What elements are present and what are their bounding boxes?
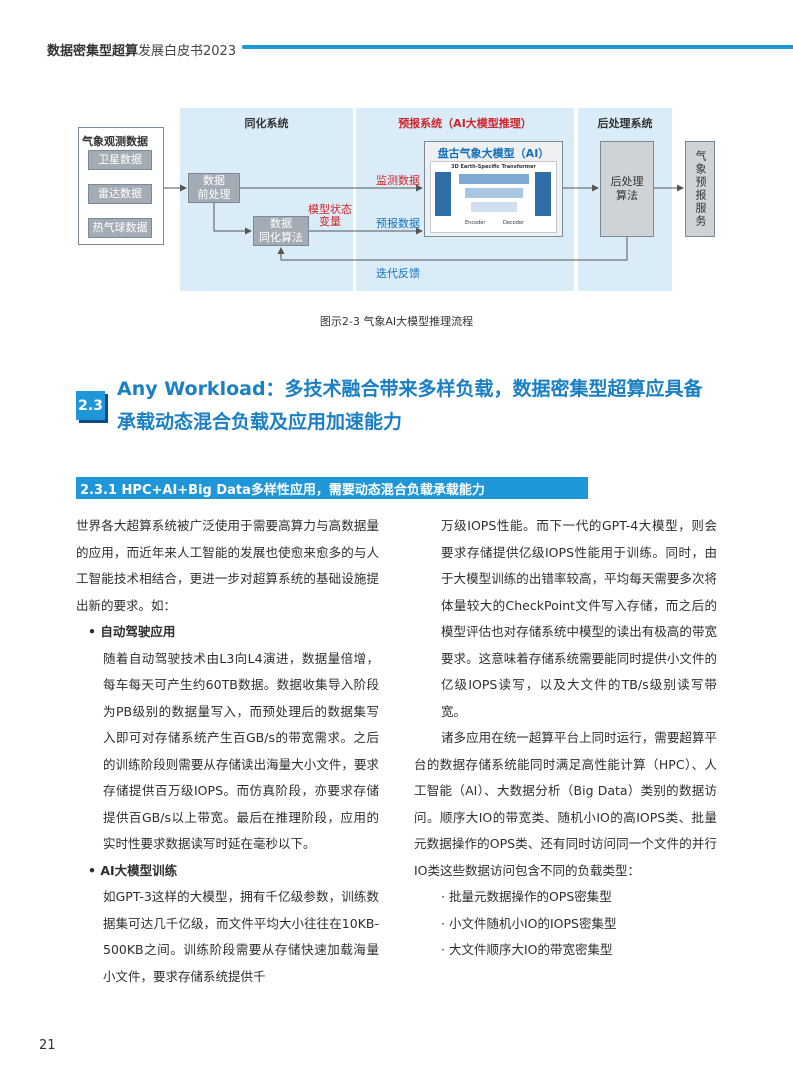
left-column: 世界各大超算系统被广泛使用于需要高算力与高数据量的应用，而近年来人工智能的发展也… — [76, 513, 379, 990]
layer-bar-icon — [471, 202, 517, 212]
weather-service-box: 气象预报服务 — [685, 141, 715, 237]
subsection-bar — [76, 477, 588, 499]
feedback-label: 迭代反馈 — [376, 267, 420, 280]
source-satellite: 卫星数据 — [88, 150, 152, 170]
header-rule — [242, 45, 793, 49]
observation-group-title: 气象观测数据 — [82, 135, 148, 148]
model-inner-title: 3D Earth-Specific Transformer — [451, 164, 536, 170]
list-item: · 批量元数据操作的OPS密集型 — [441, 889, 612, 904]
input-stack-icon — [435, 172, 451, 216]
assimilation-algorithm-box: 数据 同化算法 — [253, 216, 309, 246]
source-radar: 雷达数据 — [88, 184, 152, 204]
zone-postprocess-title: 后处理系统 — [597, 117, 653, 130]
forecast-data-label: 预报数据 — [376, 217, 420, 230]
postprocess-algorithm-box: 后处理 算法 — [600, 141, 654, 237]
header-title-bold: 数据密集型超算 — [47, 44, 139, 59]
section-number-badge: 2.3 — [76, 391, 105, 420]
continued-paragraph: 万级IOPS性能。而下一代的GPT-4大模型，则会要求存储提供亿级IOPS性能用… — [441, 518, 717, 719]
layer-bar-icon — [459, 174, 529, 184]
bullet-ai-training-title: • AI大模型训练 — [88, 862, 178, 878]
right-column: 万级IOPS性能。而下一代的GPT-4大模型，则会要求存储提供亿级IOPS性能用… — [414, 513, 717, 964]
workload-paragraph: 诸多应用在统一超算平台上同时运行，需要超算平台的数据存储系统能同时满足高性能计算… — [414, 730, 717, 878]
subsection-title: 2.3.1 HPC+AI+Big Data多样性应用，需要动态混合负载承载能力 — [80, 483, 485, 498]
model-state-label: 模型状态 变量 — [308, 203, 352, 228]
monitor-data-label: 监测数据 — [376, 174, 420, 187]
diagram-arrows — [164, 184, 684, 261]
decoder-label: Decoder — [503, 220, 525, 226]
preprocess-box: 数据 前处理 — [188, 173, 240, 203]
layer-bar-icon — [465, 188, 523, 198]
model-architecture-figure: 3D Earth-Specific Transformer Encoder De… — [430, 161, 557, 233]
running-header: 数据密集型超算发展白皮书2023 — [47, 40, 236, 59]
encoder-label: Encoder — [465, 220, 486, 226]
zone-forecast-title: 预报系统（AI大模型推理） — [398, 117, 532, 130]
page-number: 21 — [39, 1038, 56, 1053]
source-balloon: 热气球数据 — [88, 218, 152, 238]
bullet-autonomous-driving-text: 随着自动驾驶技术由L3向L4演进，数据量倍增，每车每天可产生约60TB数据。数据… — [103, 650, 379, 852]
bullet-autonomous-driving-title: • 自动驾驶应用 — [88, 624, 176, 639]
header-title-rest: 发展白皮书2023 — [138, 44, 237, 59]
section-title: Any Workload：多技术融合带来多样负载，数据密集型超算应具备承载动态混… — [117, 378, 703, 433]
output-stack-icon — [535, 172, 551, 216]
bullet-ai-training-text: 如GPT-3这样的大模型，拥有千亿级参数，训练数据集可达几千亿级，而文件平均大小… — [103, 889, 379, 984]
list-item: · 大文件顺序大IO的带宽密集型 — [441, 942, 613, 957]
list-item: · 小文件随机小IO的IOPS密集型 — [441, 915, 617, 931]
figure-caption: 图示2-3 气象AI大模型推理流程 — [319, 315, 474, 328]
pangu-model-title: 盘古气象大模型（AI） — [437, 147, 550, 160]
zone-assimilation-title: 同化系统 — [244, 117, 289, 130]
intro-paragraph: 世界各大超算系统被广泛使用于需要高算力与高数据量的应用，而近年来人工智能的发展也… — [76, 518, 379, 613]
